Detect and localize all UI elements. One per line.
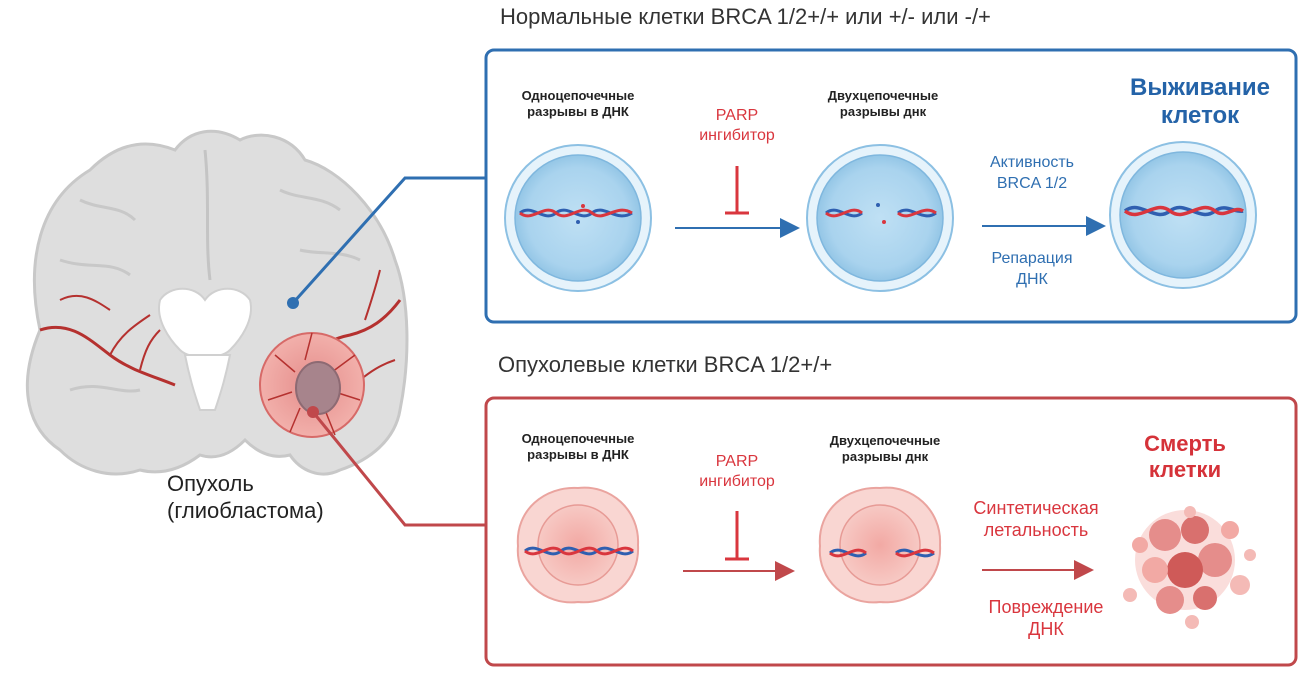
normal-cell-3 — [1109, 141, 1257, 289]
normal-cells-heading: Нормальные клетки BRCA 1/2+/+ или +/- ил… — [500, 4, 991, 29]
normal-parp-inhibitor-mark — [725, 166, 749, 215]
tumor-parp-inhibitor-mark — [725, 511, 749, 561]
cell-survival-label: Выживание клеток — [1130, 74, 1270, 129]
normal-connector-line — [291, 176, 486, 305]
dna-repair-label: Репарация ДНК — [991, 250, 1073, 288]
normal-parp-inhibitor-label: PARP ингибитор — [699, 107, 775, 144]
tumor-cells-heading: Опухолевые клетки BRCA 1/2+/+ — [498, 352, 833, 377]
tumor-label: Опухоль (глиобластома) — [167, 471, 324, 523]
normal-ssb-label: Одноцепочечные разрывы в ДНК — [521, 88, 635, 119]
tumor-cell-2 — [818, 486, 942, 604]
tumor-dsb-label: Двухцепочечные разрывы днк — [829, 433, 941, 464]
normal-cell-1 — [504, 144, 652, 292]
cell-death-label: Смерть клетки — [1144, 431, 1226, 482]
tumor-cell-1 — [516, 486, 640, 604]
brain-illustration — [25, 129, 409, 476]
dead-cell-debris — [1123, 506, 1256, 629]
dna-damage-label: Повреждение ДНК — [988, 597, 1104, 639]
synthetic-lethality-label: Синтетическая летальность — [973, 498, 1099, 540]
tumor-connector-line — [311, 411, 486, 527]
tumor-parp-inhibitor-label: PARP ингибитор — [699, 453, 775, 490]
normal-cell-2 — [806, 144, 954, 292]
normal-dsb-label: Двухцепочечные разрывы днк — [827, 88, 939, 119]
tumor-ssb-label: Одноцепочечные разрывы в ДНК — [521, 431, 635, 462]
brca-activity-label: Активность BRCA 1/2 — [989, 154, 1074, 192]
